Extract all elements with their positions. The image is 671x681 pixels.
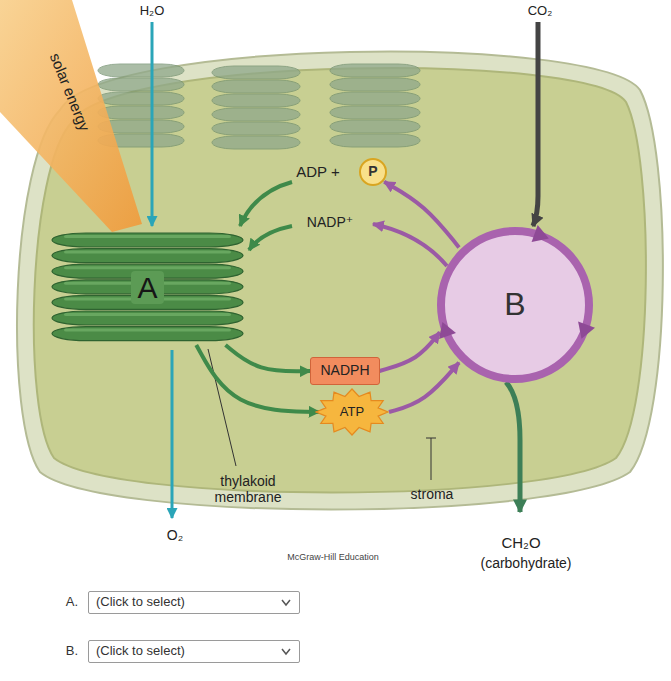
- solar-energy-label: solar energy: [47, 51, 94, 134]
- flow-arrow: [196, 345, 319, 412]
- dropdown-select: (Click to select): [88, 591, 300, 614]
- question-label: B.: [66, 644, 78, 659]
- co2-arrow: [533, 22, 538, 226]
- phosphate-circle: P: [359, 158, 387, 186]
- flow-arrow: [226, 345, 311, 371]
- stroma-leader-tick: [426, 438, 436, 439]
- atp-star: ATP: [315, 388, 389, 436]
- calvin-cycle-text: B: [504, 287, 525, 322]
- water-label: H₂O: [140, 4, 165, 19]
- thylakoid-stack-text: A: [131, 271, 163, 304]
- dropdown-select: (Click to select): [88, 640, 300, 663]
- dropdown-chevron: [281, 648, 291, 656]
- dropdown-select-text: (Click to select): [96, 644, 185, 658]
- dropdown-select-text: (Click to select): [96, 595, 185, 609]
- water-arrow: [151, 22, 154, 226]
- inner-membrane: [34, 68, 646, 492]
- carbohydrate-formula: CH₂O: [501, 534, 540, 551]
- nadp-return-arrow: [249, 226, 292, 250]
- nadp-out-arrow: [373, 224, 447, 266]
- stroma-leader: [431, 438, 432, 480]
- thylakoid-membrane-label: thylakoid membrane: [198, 473, 298, 505]
- adp-return-arrow: [240, 182, 292, 226]
- background-grana: [98, 64, 420, 149]
- nadph-box: NADPH: [310, 357, 379, 384]
- co2-label: CO₂: [528, 4, 553, 19]
- phosphate-circle-text: P: [368, 164, 377, 179]
- oxygen-label: O₂: [167, 527, 183, 543]
- nadph-box-text: NADPH: [320, 363, 369, 378]
- flow-arrow: [384, 182, 459, 248]
- oxygen-arrow: [171, 350, 174, 518]
- carbohydrate-label: (carbohydrate): [480, 555, 571, 571]
- thylakoid-stack: A: [50, 230, 245, 345]
- stroma-label: stroma: [411, 486, 454, 502]
- atp-star-text: ATP: [340, 405, 364, 419]
- calvin-cycle: B: [435, 225, 595, 385]
- dropdown-chevron: [281, 599, 291, 607]
- carbohydrate-arrow: [506, 382, 520, 512]
- solar-beam: [0, 0, 142, 232]
- outer-membrane: [17, 52, 663, 510]
- thylakoid-leader: [208, 349, 236, 466]
- publisher-credit: McGraw-Hill Education: [287, 552, 379, 562]
- flow-arrow: [380, 332, 440, 371]
- adp-label: ADP +: [296, 163, 340, 180]
- question-label: A.: [66, 595, 78, 610]
- nadp-label: NADP⁺: [307, 214, 353, 230]
- flow-arrow: [389, 363, 459, 412]
